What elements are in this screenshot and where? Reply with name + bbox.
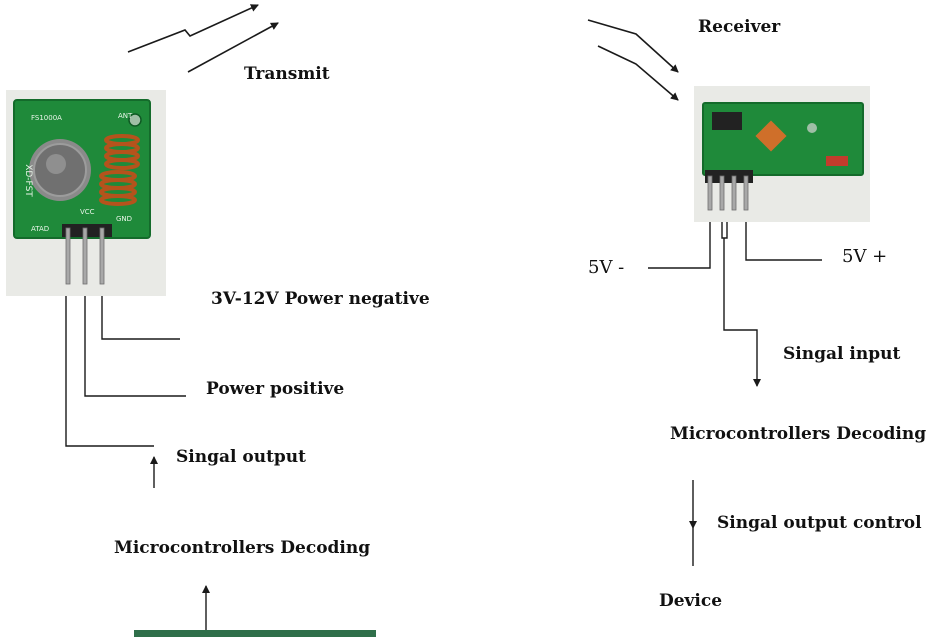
receiver-wave-arrows bbox=[587, 19, 679, 101]
antenna-pad-icon bbox=[128, 113, 142, 127]
transmitter-antenna-text: ANT bbox=[118, 112, 133, 120]
wire-power-positive bbox=[84, 296, 186, 397]
transmitter-pin-gnd-text: GND bbox=[116, 215, 133, 223]
power-positive-label: Power positive bbox=[206, 379, 345, 399]
transmitter-wiring bbox=[65, 296, 210, 632]
device-label: Device bbox=[659, 591, 723, 611]
wire-5v-negative bbox=[648, 222, 711, 269]
transmitter-model-text: FS1000A bbox=[31, 114, 62, 122]
receiver-pin-header bbox=[705, 170, 753, 183]
transmitter-pin-gnd bbox=[99, 227, 105, 285]
receiver-capacitor-icon bbox=[826, 156, 848, 166]
receiver-pin-3 bbox=[731, 175, 737, 211]
receiver-label: Receiver bbox=[698, 17, 781, 37]
power-negative-label: 3V-12V Power negative bbox=[211, 289, 430, 309]
transmitter-pin-vcc-text: VCC bbox=[80, 208, 95, 216]
transmitter-side-text: XD-FST bbox=[22, 164, 33, 197]
receiver-pin-4 bbox=[743, 175, 749, 211]
receiver-ic-icon bbox=[712, 112, 742, 130]
wire-power-negative bbox=[101, 296, 180, 340]
wire-signal-input-down bbox=[723, 238, 761, 387]
receiver-pin-1 bbox=[707, 175, 713, 211]
transmitter-pcb-edge bbox=[13, 99, 151, 239]
signal-input-label: Singal input bbox=[783, 344, 901, 364]
transmit-wave-arrow-upper bbox=[127, 4, 259, 53]
rx-5v-positive-label: 5V + bbox=[842, 246, 888, 267]
transmitter-pin-data-text: ATAD bbox=[31, 225, 50, 233]
receiver-wave-arrow-lower bbox=[597, 45, 679, 101]
wire-5v-positive bbox=[745, 222, 822, 261]
transmit-wave-arrows bbox=[127, 4, 279, 73]
base-board-edge bbox=[134, 630, 376, 637]
receiver-pins bbox=[707, 175, 749, 211]
receiver-pin-2 bbox=[719, 175, 725, 211]
signal-output-label: Singal output bbox=[176, 447, 307, 467]
transmitter-pins bbox=[65, 227, 105, 285]
receiver-module bbox=[694, 86, 870, 222]
mcu-decoding-right-label: Microcontrollers Decoding bbox=[670, 424, 927, 444]
receiver-wave-arrow-upper bbox=[587, 19, 679, 73]
receiver-potentiometer-icon bbox=[807, 123, 817, 133]
transmitter-module bbox=[6, 90, 166, 296]
receiver-wiring bbox=[648, 222, 822, 566]
rx-5v-negative-label: 5V - bbox=[588, 257, 625, 278]
mcu-decoding-left-label: Microcontrollers Decoding bbox=[114, 538, 371, 558]
transmit-wave-arrow-lower bbox=[187, 22, 279, 73]
transmitter-pin-vcc bbox=[82, 227, 88, 285]
transmit-label: Transmit bbox=[244, 64, 330, 84]
signal-output-control-label: Singal output control bbox=[717, 513, 922, 533]
transmitter-coil-icon bbox=[99, 134, 140, 206]
wire-signal-input bbox=[721, 222, 728, 239]
transmitter-pin-data bbox=[65, 227, 71, 285]
wire-signal-output bbox=[65, 296, 154, 447]
